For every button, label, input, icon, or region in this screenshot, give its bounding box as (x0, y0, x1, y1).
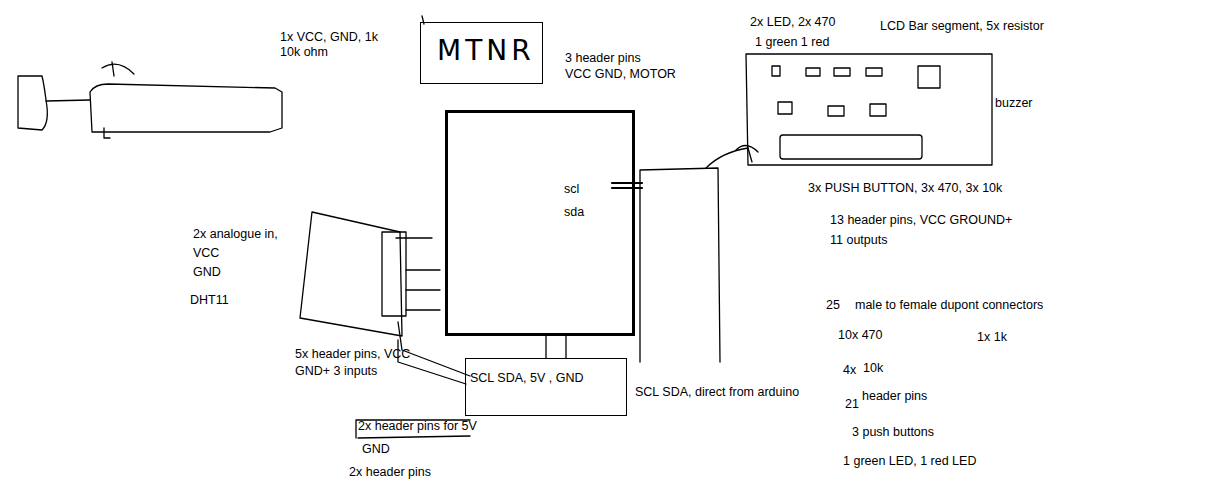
pin-wire (396, 238, 440, 310)
note-label: 13 header pins, VCC GROUND+ (830, 212, 1012, 228)
note-label: 1x 1k (977, 329, 1007, 345)
note-label: VCC (193, 245, 219, 261)
note-label: VCC GND, MOTOR (565, 66, 676, 82)
sensor-board (300, 212, 402, 336)
note-label: 1x VCC, GND, 1k (280, 29, 378, 45)
note-label: 21 (845, 396, 859, 412)
node-text: MTNR (437, 33, 542, 69)
i2c-wire (612, 183, 642, 188)
button-pad (778, 102, 792, 114)
note-label: 25 (826, 297, 840, 313)
note-label: SCL SDA, direct from arduino (635, 384, 799, 400)
header-strip (382, 232, 406, 316)
ribbon-wire (706, 148, 748, 168)
bar-segment (834, 68, 850, 76)
note-label: GND+ 3 inputs (295, 363, 377, 379)
note-label: 4x (843, 362, 856, 378)
arduino-board: scl sda (445, 110, 635, 336)
note-label: 3x PUSH BUTTON, 3x 470, 3x 10k (808, 180, 1002, 196)
note-label: GND (362, 441, 390, 457)
power-wire (565, 336, 566, 358)
buzzer-symbol (918, 66, 940, 88)
header-strip (780, 135, 922, 159)
bar-segment (866, 68, 882, 76)
sketch-part (18, 76, 47, 130)
note-label: header pins (862, 388, 927, 404)
button-pad (828, 106, 844, 116)
note-label: 10k ohm (280, 44, 328, 60)
i2c-box: SCL SDA, 5V , GND (465, 358, 627, 416)
node-text: scl (564, 181, 632, 197)
note-label: male to female dupont connectors (855, 297, 1043, 313)
connector-line (545, 336, 546, 358)
note-label: 10x 470 (838, 327, 882, 343)
motor-box: MTNR (420, 22, 543, 84)
sketch-part (104, 128, 110, 138)
button-pad (870, 104, 886, 116)
bar-segment (806, 68, 820, 76)
sketch-part (112, 62, 114, 76)
sketch-part (90, 84, 282, 132)
note-label: 3 header pins (565, 50, 641, 66)
node-text: SCL SDA, 5V , GND (470, 370, 626, 386)
note-label: GND (193, 264, 221, 280)
note-label: 1 green LED, 1 red LED (843, 453, 976, 469)
note-label: DHT11 (190, 292, 229, 308)
sketch-wire (46, 100, 90, 101)
note-label: LCD Bar segment, 5x resistor (880, 18, 1044, 34)
node-text: sda (564, 204, 632, 220)
ribbon-tip (736, 145, 758, 162)
shield-board (640, 168, 720, 362)
note-label: 2x analogue in, (193, 226, 278, 242)
note-label: 2x header pins for 5V (358, 418, 477, 434)
note-label: 2x LED, 2x 470 (750, 14, 835, 30)
lcd-board (746, 54, 992, 165)
led-pad (772, 66, 780, 76)
note-label: 1 green 1 red (755, 34, 829, 50)
note-label: 2x header pins (349, 464, 431, 480)
note-label: 5x header pins, VCC (295, 346, 410, 362)
note-label: 10k (863, 360, 883, 376)
sketch-part (102, 64, 134, 74)
note-label: buzzer (995, 95, 1033, 111)
note-label: 3 push buttons (852, 424, 934, 440)
note-label: 11 outputs (830, 232, 887, 248)
